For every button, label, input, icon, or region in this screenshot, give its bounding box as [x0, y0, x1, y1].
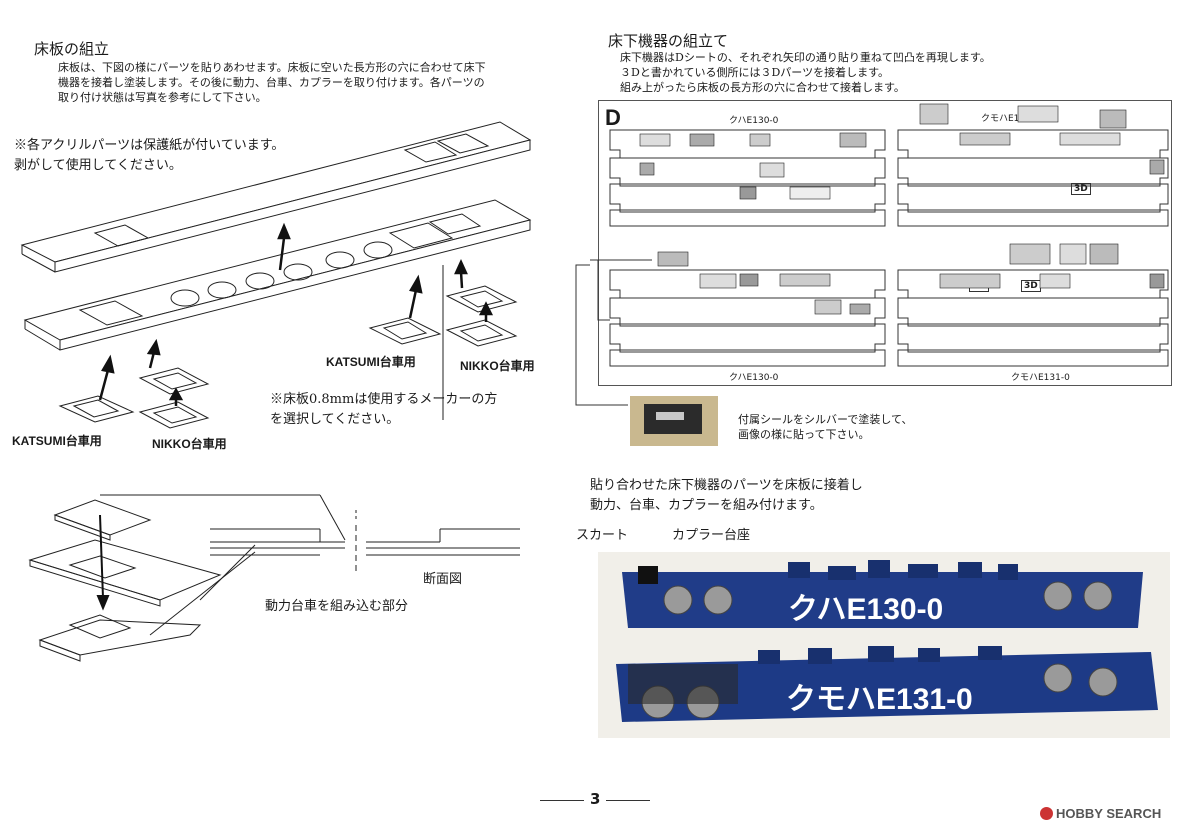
katsumi-upper-label: KATSUMI台車用: [326, 355, 416, 369]
section-label: 断面図: [423, 572, 463, 587]
sheet-label-bl: クハE130-0: [729, 373, 779, 383]
nikko-upper-label: NIKKO台車用: [460, 359, 535, 373]
floor-assembly-title: 床板の組立: [34, 40, 110, 58]
car2-label: クモハE131-0: [786, 683, 973, 716]
brand-watermark: HOBBY SEARCH: [1040, 806, 1161, 821]
seal-photo: [630, 396, 718, 446]
coupler-base-label: カプラー台座: [672, 528, 751, 543]
katsumi-lower-label: KATSUMI台車用: [12, 434, 102, 448]
acrylic-note: ※各アクリルパーツは保護紙が付いています。 剥がして使用してください。: [14, 138, 285, 173]
nikko-lower-label: NIKKO台車用: [152, 437, 227, 451]
brand-logo-icon: [1040, 807, 1053, 820]
sheet-label-br: クモハE131-0: [1011, 373, 1070, 383]
footer-rule-left: [540, 800, 584, 801]
underframe-drawing: [616, 560, 1158, 722]
footer-rule-right: [606, 800, 650, 801]
power-bogie-label: 動力台車を組み込む部分: [265, 599, 409, 614]
floor-assembly-body: 床板は、下図の様にパーツを貼りあわせます。床板に空いた長方形の穴に合わせて床下 …: [58, 61, 486, 104]
d-sheet-letter: D: [605, 105, 621, 130]
skirt-label: スカート: [576, 528, 629, 543]
seal-note: 付属シールをシルバーで塗装して、 画像の様に貼って下さい。: [738, 413, 913, 441]
sheet-label-tl: クハE130-0: [729, 116, 779, 126]
assembly-note: 貼り合わせた床下機器のパーツを床板に接着し 動力、台車、カプラーを組み付けます。: [590, 478, 863, 513]
underfloor-title: 床下機器の組立て: [608, 32, 729, 50]
thickness-note: ※床板0.8mmは使用するメーカーの方 を選択してください。: [270, 392, 498, 427]
car1-label: クハE130-0: [788, 593, 944, 626]
sheet-label-tr: クモハE131-0: [981, 114, 1040, 124]
page-number: 3: [590, 790, 601, 808]
underfloor-body: 床下機器はDシートの、それぞれ矢印の通り貼り重ねて凹凸を再現します。 ３Dと書か…: [620, 51, 991, 94]
assembled-underframe-photo: クハE130-0 クモハE131-0: [598, 552, 1170, 738]
